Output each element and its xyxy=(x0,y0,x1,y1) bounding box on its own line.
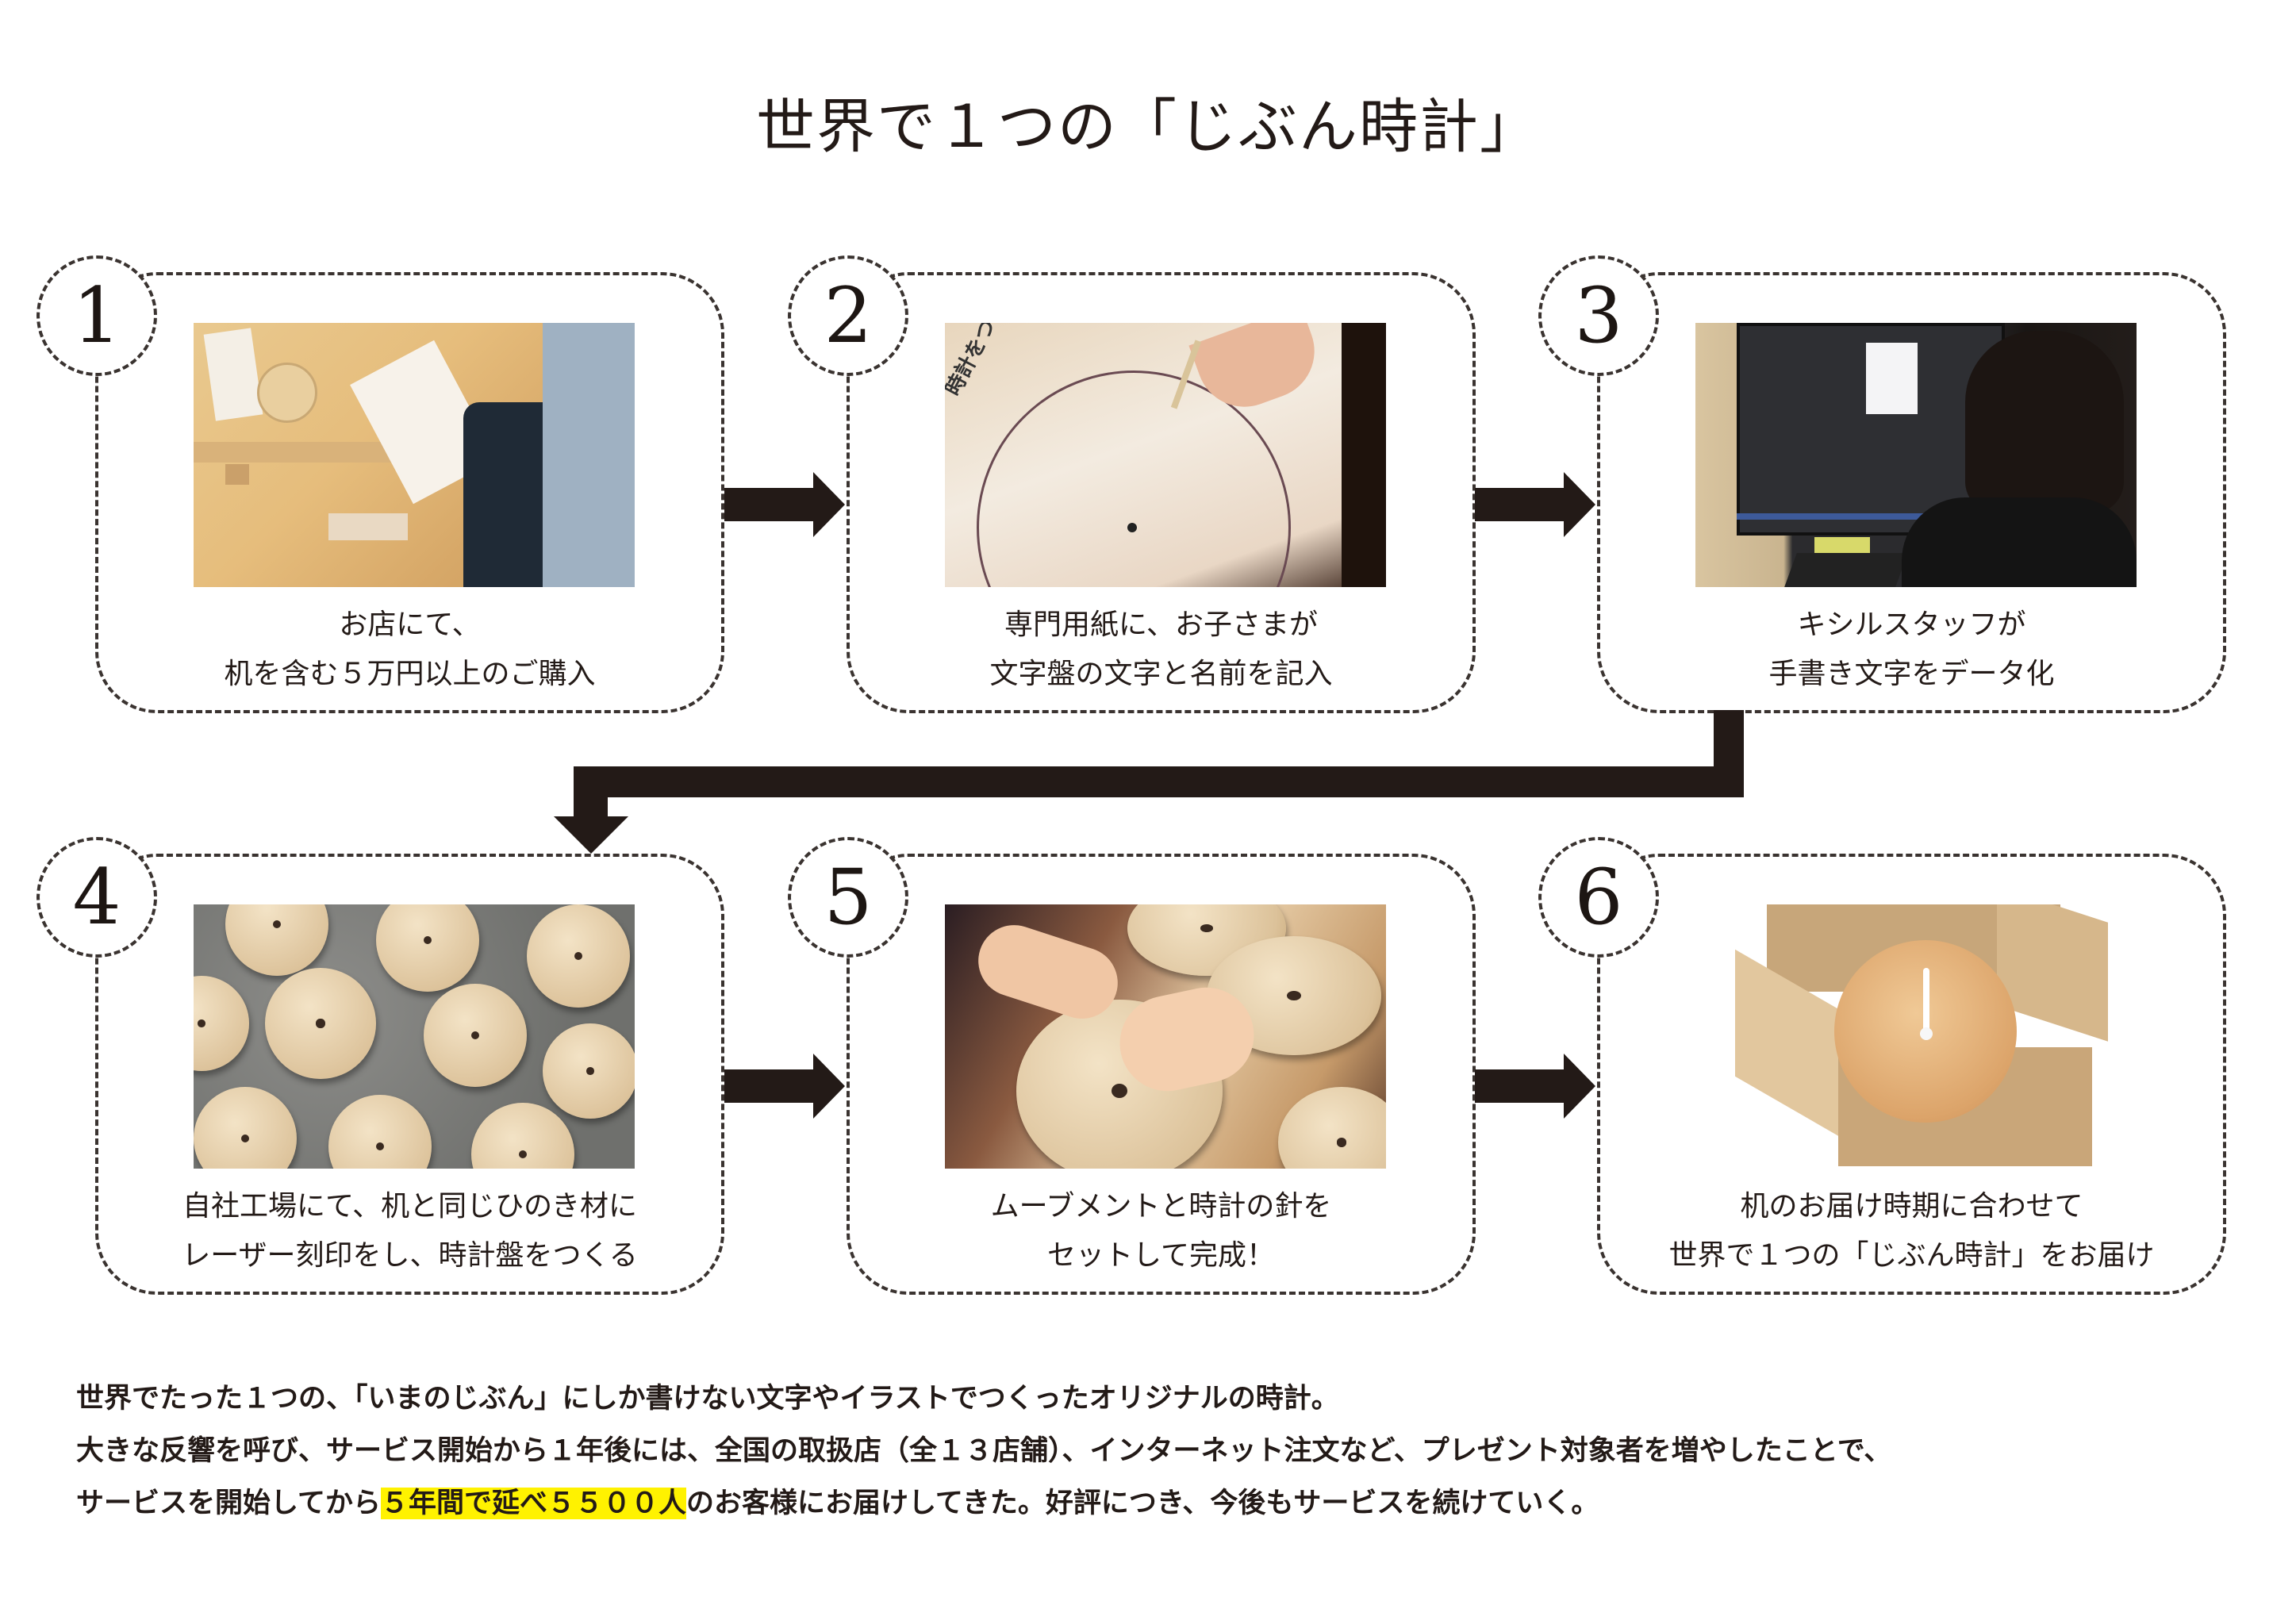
step-caption-6: 机のお届け時期に合わせて 世界で１つの「じぶん時計」をお届け xyxy=(1600,1182,2223,1280)
worksheet-heading: 時計をつくろう！ xyxy=(945,323,1040,400)
caption-line: お店にて、 xyxy=(339,609,481,641)
step-caption-3: キシルスタッフが 手書き文字をデータ化 xyxy=(1600,601,2223,699)
caption-line: レーザー刻印をし、時計盤をつくる xyxy=(182,1239,638,1272)
step-number-2: 2 xyxy=(788,255,908,376)
boxed-clock-photo xyxy=(1695,904,2137,1169)
caption-line: 文字盤の文字と名前を記入 xyxy=(989,658,1333,690)
caption-line: キシルスタッフが xyxy=(1797,609,2026,641)
step-card-6: 机のお届け時期に合わせて 世界で１つの「じぶん時計」をお届け xyxy=(1597,854,2226,1295)
description-paragraph: 世界でたった１つの、「いまのじぶん」にしか書けない文字やイラストでつくったオリジ… xyxy=(76,1373,1891,1530)
arrow-down-left-icon xyxy=(554,710,1744,854)
arrow-right-icon xyxy=(1475,472,1595,537)
description-line-1: 世界でたった１つの、「いまのじぶん」にしか書けない文字やイラストでつくったオリジ… xyxy=(76,1383,1339,1415)
step-caption-5: ムーブメントと時計の針を セットして完成！ xyxy=(850,1182,1472,1280)
step-card-5: ムーブメントと時計の針を セットして完成！ xyxy=(847,854,1476,1295)
description-text: サービスを開始してから xyxy=(76,1488,381,1519)
caption-line: 手書き文字をデータ化 xyxy=(1768,658,2055,690)
arrow-right-icon xyxy=(724,1054,845,1119)
step-caption-1: お店にて、 机を含む５万円以上のご購入 xyxy=(98,601,721,699)
description-text: のお客様にお届けしてきた。好評につき、今後もサービスを続けていく。 xyxy=(685,1488,1599,1519)
caption-line: 自社工場にて、机と同じひのき材に xyxy=(182,1190,638,1223)
caption-line: 世界で１つの「じぶん時計」をお届け xyxy=(1668,1239,2155,1272)
step-card-1: お店にて、 机を含む５万円以上のご購入 xyxy=(95,272,724,713)
highlighted-stat: ５年間で延べ５５００人 xyxy=(380,1488,686,1519)
store-purchase-photo xyxy=(194,323,635,587)
step-number-3: 3 xyxy=(1538,255,1659,376)
staff-digitizing-photo xyxy=(1695,323,2137,587)
step-card-4: 自社工場にて、机と同じひのき材に レーザー刻印をし、時計盤をつくる xyxy=(95,854,724,1295)
step-number-1: 1 xyxy=(36,255,157,376)
caption-line: セットして完成！ xyxy=(1047,1239,1275,1272)
assembling-clock-photo xyxy=(945,904,1386,1169)
step-number-4: 4 xyxy=(36,837,157,958)
step-number-6: 6 xyxy=(1538,837,1659,958)
arrow-right-icon xyxy=(1475,1054,1595,1119)
caption-line: 専門用紙に、お子さまが xyxy=(1004,609,1318,641)
laser-engraved-clock-faces-photo xyxy=(194,904,635,1169)
caption-line: 机のお届け時期に合わせて xyxy=(1740,1190,2083,1223)
child-writing-clock-sheet-photo: 時計をつくろう！ xyxy=(945,323,1386,587)
step-caption-4: 自社工場にて、机と同じひのき材に レーザー刻印をし、時計盤をつくる xyxy=(98,1182,721,1280)
description-line-3: サービスを開始してから５年間で延べ５５００人のお客様にお届けしてきた。好評につき… xyxy=(76,1477,1891,1530)
step-card-3: キシルスタッフが 手書き文字をデータ化 xyxy=(1597,272,2226,713)
arrow-right-icon xyxy=(724,472,845,537)
step-card-2: 時計をつくろう！ 専門用紙に、お子さまが 文字盤の文字と名前を記入 xyxy=(847,272,1476,713)
caption-line: 机を含む５万円以上のご購入 xyxy=(224,658,596,690)
step-caption-2: 専門用紙に、お子さまが 文字盤の文字と名前を記入 xyxy=(850,601,1472,699)
description-line-2: 大きな反響を呼び、サービス開始から１年後には、全国の取扱店（全１３店舗）、インタ… xyxy=(76,1435,1892,1467)
caption-line: ムーブメントと時計の針を xyxy=(990,1190,1332,1223)
page-title: 世界で１つの「じぶん時計」 xyxy=(756,93,1540,161)
step-number-5: 5 xyxy=(788,837,908,958)
